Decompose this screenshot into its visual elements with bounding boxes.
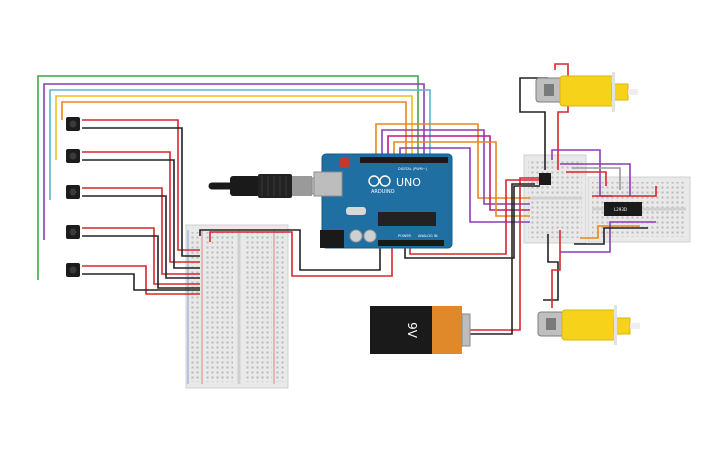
analog-power-header: [378, 240, 444, 246]
digital-header-label: DIGITAL (PWM~): [398, 167, 428, 171]
right-breadboard-small: [523, 154, 587, 244]
pushbutton-5[interactable]: [66, 263, 80, 277]
usb-port: [313, 171, 343, 197]
pushbutton-4[interactable]: [66, 225, 80, 239]
power-header-label: POWER: [398, 234, 412, 238]
dc-motor-bottom: [537, 305, 640, 345]
driver-chip-label: L293D: [614, 207, 627, 212]
battery-label: 9V: [405, 322, 419, 339]
arduino-model-text: UNO: [396, 176, 421, 189]
wire-cyan-top: [49, 89, 431, 200]
small-ic: [539, 173, 551, 185]
atmega-chip: [378, 212, 436, 226]
arduino-uno-board[interactable]: ARDUINO UNO DIGITAL (PWM~) POWER ANALOG …: [313, 153, 453, 249]
left-breadboard: [185, 224, 289, 389]
motor-driver-chip: L293D: [604, 202, 642, 216]
wire-yellow-top: [55, 95, 413, 160]
pushbutton-1[interactable]: [66, 117, 80, 131]
analog-header-label: ANALOG IN: [418, 234, 438, 238]
wire-purple-top: [43, 83, 425, 240]
pushbutton-3[interactable]: [66, 185, 80, 199]
arduino-logo: [368, 175, 391, 187]
wire-green-top: [37, 75, 419, 280]
arduino-brand-text: ARDUINO: [371, 189, 395, 195]
power-jack: [320, 230, 344, 248]
reset-button[interactable]: [340, 158, 350, 168]
wires: [37, 63, 657, 335]
pushbuttons: [66, 117, 80, 277]
wire-orange-top: [61, 101, 407, 156]
usb-cable: [208, 174, 333, 198]
dc-motor-top: [535, 72, 638, 112]
pushbutton-2[interactable]: [66, 149, 80, 163]
battery-9v: 9V: [370, 306, 471, 354]
digital-header: [360, 157, 448, 163]
